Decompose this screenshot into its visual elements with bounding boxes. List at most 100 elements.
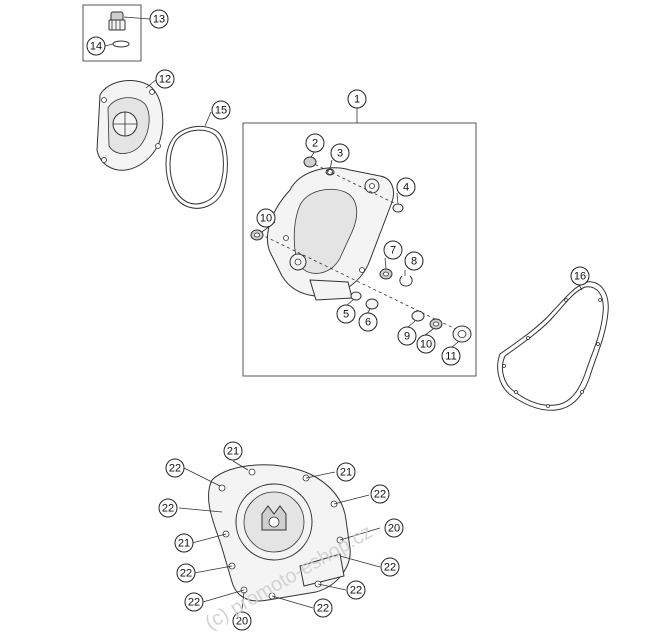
- callout-22: 22: [176, 563, 196, 583]
- callout-circle: [165, 458, 185, 478]
- callout-label: 7: [390, 245, 396, 257]
- callout-label: 22: [162, 503, 174, 515]
- callout-3: 3: [330, 143, 350, 163]
- callout-13: 13: [149, 9, 169, 29]
- callout-20: 20: [232, 611, 252, 631]
- callout-circle: [223, 441, 243, 461]
- seal-part: [303, 156, 317, 168]
- callout-circle: [570, 266, 590, 286]
- spacer-part: [411, 310, 425, 322]
- cover-gasket-part: [165, 125, 228, 209]
- callout-22: 22: [380, 557, 400, 577]
- clutch-cover-gasket-part: [497, 281, 609, 411]
- callout-12: 12: [155, 69, 175, 89]
- callout-label: 22: [317, 603, 329, 615]
- callout-8: 8: [404, 251, 424, 271]
- callout-circle: [404, 251, 424, 271]
- callout-circle: [384, 518, 404, 538]
- callout-1: 1: [347, 89, 367, 109]
- husqvarna-crown-icon: [261, 505, 287, 531]
- callout-label: 22: [374, 489, 386, 501]
- callout-10: 10: [416, 334, 436, 354]
- o-ring-part: [112, 40, 130, 48]
- callout-circle: [313, 598, 333, 618]
- callout-21: 21: [174, 533, 194, 553]
- callout-22: 22: [313, 598, 333, 618]
- callout-circle: [211, 100, 231, 120]
- leader-lines: [104, 16, 583, 611]
- callout-circle: [232, 611, 252, 631]
- callout-label: 15: [215, 105, 227, 117]
- callout-circle: [358, 312, 378, 332]
- callout-10: 10: [256, 208, 276, 228]
- callout-label: 10: [420, 339, 432, 351]
- callout-circle: [336, 304, 356, 324]
- callout-22: 22: [184, 592, 204, 612]
- callout-circle: [380, 557, 400, 577]
- oil-plug-part: [108, 11, 126, 31]
- callout-circle: [158, 498, 178, 518]
- callout-label: 9: [404, 331, 410, 343]
- bushing-part: [392, 203, 404, 213]
- callout-label: 20: [388, 523, 400, 535]
- callout-label: 21: [340, 467, 352, 479]
- callout-15: 15: [211, 100, 231, 120]
- callout-label: 22: [188, 597, 200, 609]
- bearing-part: [365, 298, 379, 310]
- callout-label: 12: [159, 74, 171, 86]
- callout-label: 14: [90, 41, 102, 53]
- callout-circle: [336, 462, 356, 482]
- outer-clutch-cover-part: [208, 464, 351, 602]
- circlip-part: [399, 275, 413, 287]
- callout-circle: [347, 89, 367, 109]
- callout-circle: [383, 240, 403, 260]
- callout-6: 6: [358, 312, 378, 332]
- callout-22: 22: [370, 484, 390, 504]
- clutch-cover-part: [96, 79, 164, 171]
- callout-20: 20: [384, 518, 404, 538]
- callout-label: 3: [337, 148, 343, 160]
- callout-11: 11: [441, 346, 461, 366]
- inset-frame: [82, 4, 142, 62]
- washer-part: [350, 291, 362, 301]
- callout-21: 21: [223, 441, 243, 461]
- callout-label: 22: [384, 562, 396, 574]
- callout-circle: [305, 133, 325, 153]
- callout-22: 22: [346, 580, 366, 600]
- callout-label: 22: [180, 568, 192, 580]
- callout-label: 10: [260, 213, 272, 225]
- callout-2: 2: [305, 133, 325, 153]
- callout-label: 5: [343, 309, 349, 321]
- callout-label: 21: [227, 446, 239, 458]
- callout-14: 14: [86, 36, 106, 56]
- callout-label: 4: [403, 182, 409, 194]
- callout-4: 4: [396, 177, 416, 197]
- callout-circle: [396, 177, 416, 197]
- callout-circle: [441, 346, 461, 366]
- callout-5: 5: [336, 304, 356, 324]
- callout-label: 21: [178, 538, 190, 550]
- callout-circle: [155, 69, 175, 89]
- callout-7: 7: [383, 240, 403, 260]
- callout-circle: [397, 326, 417, 346]
- assembly-frame: [242, 122, 477, 377]
- callout-21: 21: [336, 462, 356, 482]
- callout-22: 22: [165, 458, 185, 478]
- callout-circle: [176, 563, 196, 583]
- callout-circle: [256, 208, 276, 228]
- callout-label: 11: [445, 351, 456, 363]
- callout-label: 22: [350, 585, 362, 597]
- callout-22: 22: [158, 498, 178, 518]
- callout-circle: [346, 580, 366, 600]
- callout-label: 20: [236, 616, 248, 628]
- callout-circle: [174, 533, 194, 553]
- callout-label: 22: [169, 463, 181, 475]
- callout-label: 2: [312, 138, 318, 150]
- callout-9: 9: [397, 326, 417, 346]
- callout-label: 13: [153, 14, 165, 26]
- callout-circle: [370, 484, 390, 504]
- callout-label: 1: [354, 94, 360, 106]
- callout-16: 16: [570, 266, 590, 286]
